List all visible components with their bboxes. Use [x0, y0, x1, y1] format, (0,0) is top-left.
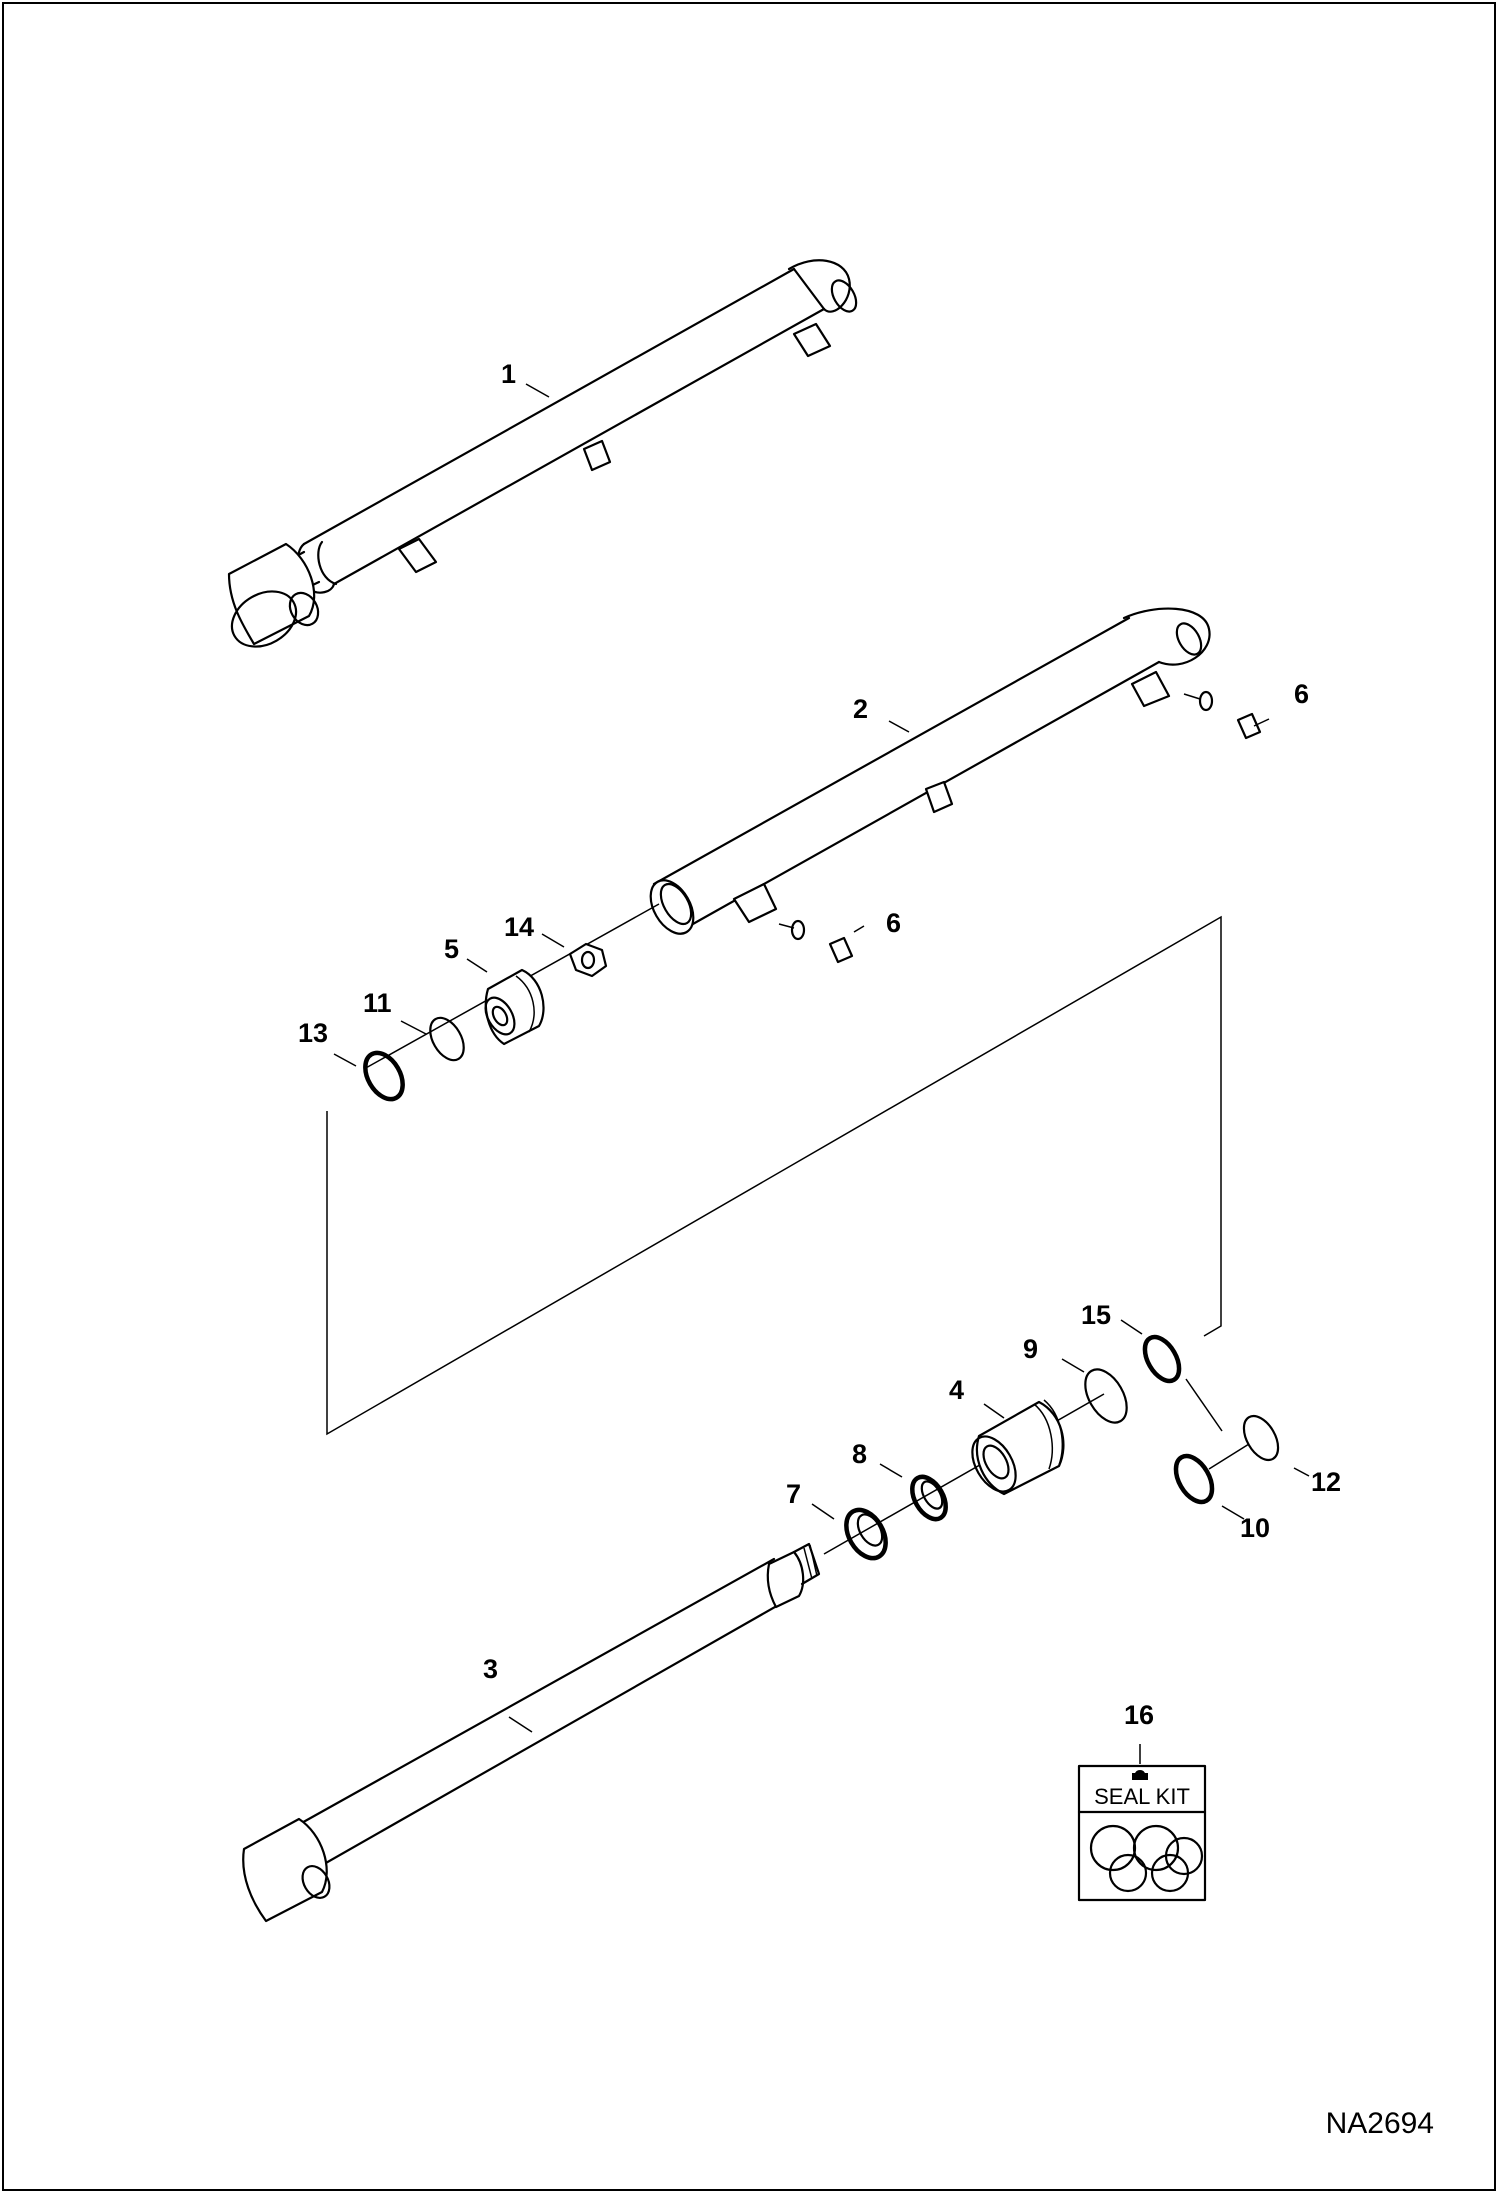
callout-11: 11 [363, 988, 392, 1018]
callout-6-lower: 6 [886, 908, 902, 938]
callout-3: 3 [483, 1654, 499, 1684]
callout-13: 13 [298, 1018, 329, 1048]
callout-2: 2 [853, 694, 869, 724]
piston-rod-3 [242, 1542, 821, 1923]
seal-kit-label: SEAL KIT [1094, 1784, 1190, 1809]
callout-5: 5 [444, 934, 460, 964]
callout-4: 4 [949, 1375, 965, 1405]
callout-6-upper: 6 [1294, 679, 1310, 709]
upper-exploded-parts [363, 903, 660, 1102]
callout-12: 12 [1311, 1467, 1342, 1497]
callout-15: 15 [1081, 1300, 1112, 1330]
callout-9: 9 [1023, 1334, 1039, 1364]
drawing-id: NA2694 [1325, 2107, 1434, 2140]
assembly-outline [326, 915, 1222, 1436]
lower-exploded-parts [823, 1334, 1280, 1561]
callout-1: 1 [501, 359, 517, 389]
callout-14: 14 [504, 912, 535, 942]
cylinder-assembly-1 [227, 259, 858, 648]
cylinder-barrel-2 [649, 607, 1262, 964]
leader-lines [333, 383, 1310, 1764]
callout-7: 7 [786, 1479, 802, 1509]
callout-16: 16 [1124, 1700, 1155, 1730]
exploded-view-drawing [227, 259, 1310, 1923]
callout-8: 8 [852, 1439, 868, 1469]
callout-10: 10 [1240, 1513, 1271, 1543]
seal-kit-16 [1077, 1764, 1207, 1902]
